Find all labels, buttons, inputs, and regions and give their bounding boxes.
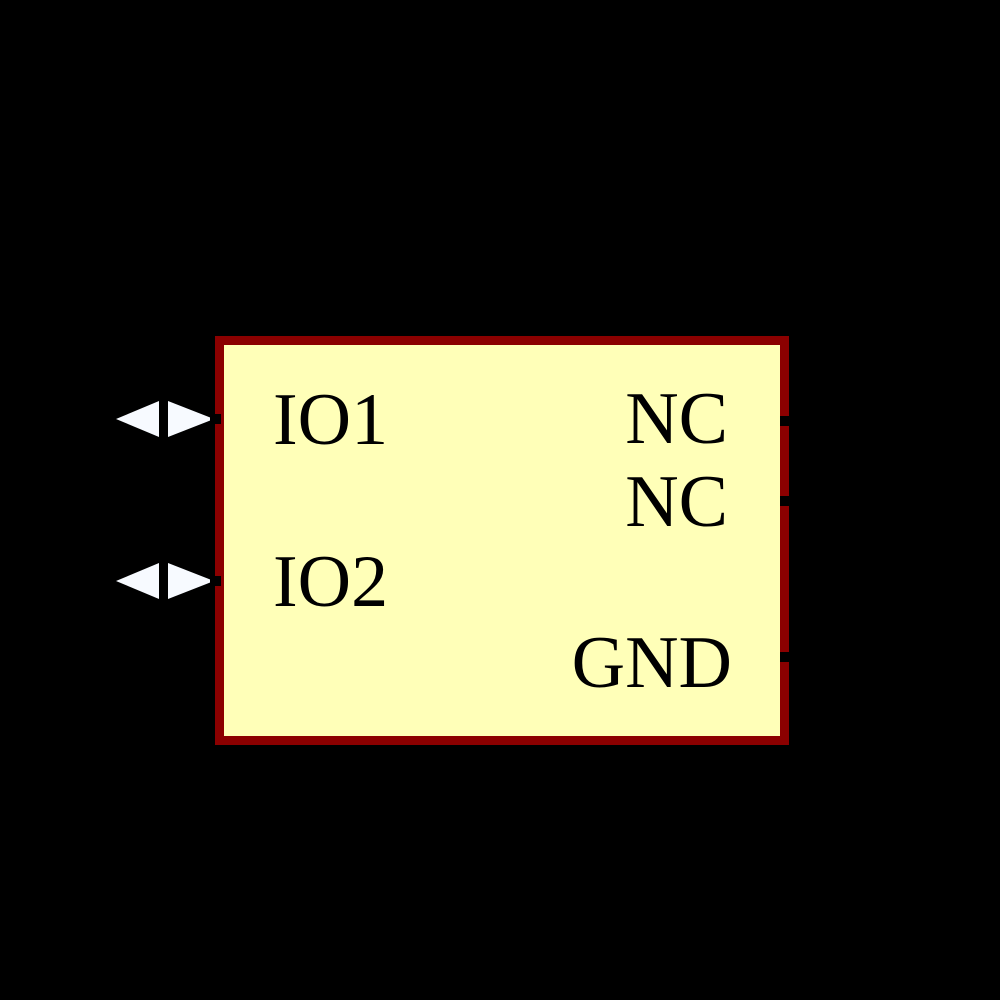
pin-label-nc2: NC: [625, 461, 728, 543]
pin-label-io1: IO1: [273, 379, 388, 461]
pin-label-io2: IO2: [273, 541, 388, 623]
pin-io2[interactable]: [116, 563, 221, 599]
pin-stub-nc2[interactable]: [780, 496, 790, 506]
pin-io1[interactable]: [116, 401, 221, 437]
pin-label-nc1: NC: [625, 378, 728, 460]
arrow-right-icon: [168, 401, 214, 437]
arrow-right-icon: [168, 563, 214, 599]
arrow-left-icon: [116, 401, 159, 437]
pin-stub-gnd[interactable]: [780, 652, 790, 662]
pin-stub-io2: [210, 576, 221, 586]
pin-stub-nc1[interactable]: [780, 416, 790, 426]
symbol-body[interactable]: [215, 336, 789, 745]
pin-label-gnd: GND: [572, 622, 732, 704]
pin-stub-io1: [210, 414, 221, 424]
arrow-left-icon: [116, 563, 159, 599]
